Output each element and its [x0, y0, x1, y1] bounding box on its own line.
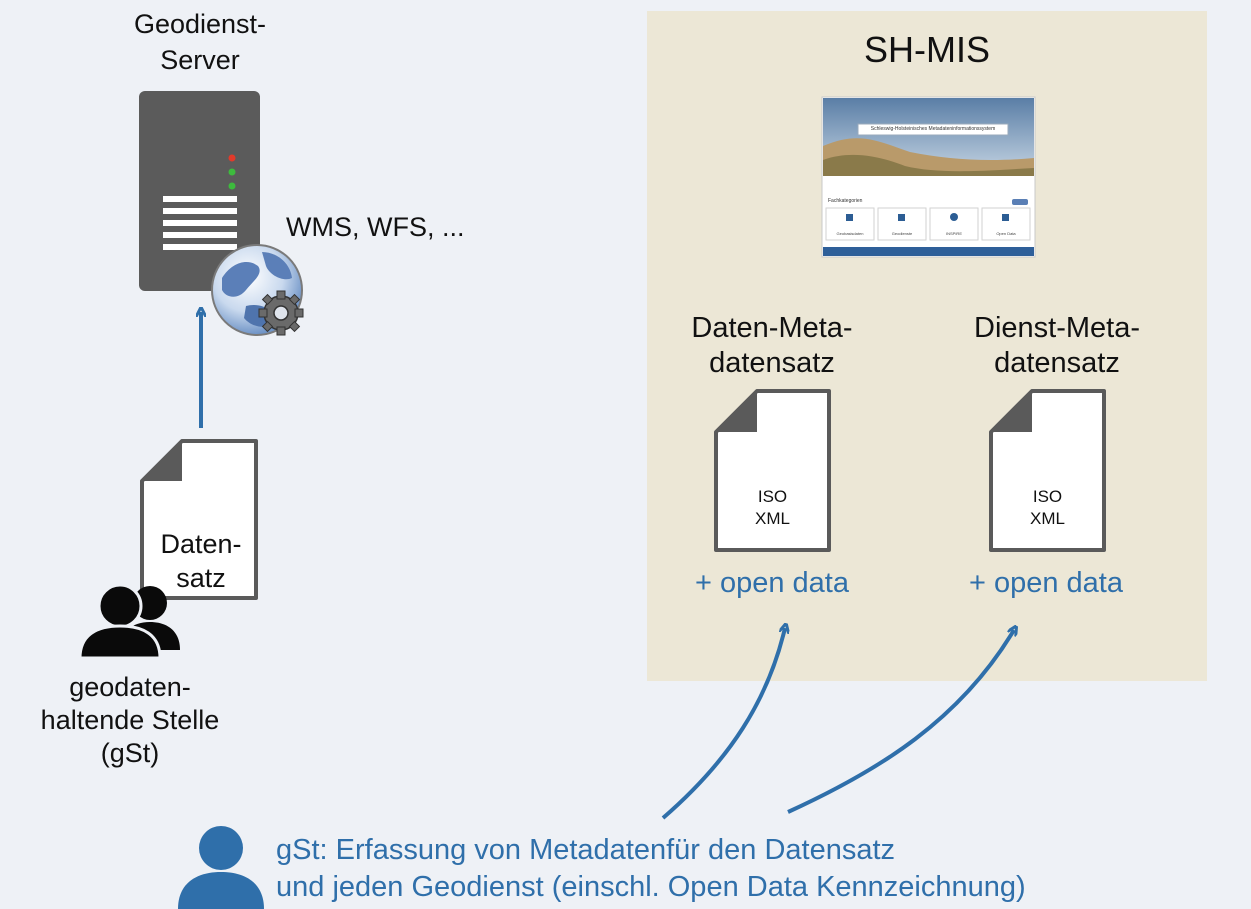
- person-icon: [178, 826, 264, 909]
- screenshot-tile-label: Open Data: [996, 231, 1016, 236]
- service-record-doc-line2: XML: [1030, 509, 1065, 528]
- service-record-title-line1: Dienst-Meta-: [974, 312, 1140, 344]
- data-record-title: Daten-Meta- datensatz: [662, 311, 882, 381]
- dataset-label: Daten- satz: [142, 527, 260, 595]
- provider-label-line2: haltende Stelle: [40, 705, 220, 735]
- server-icon: [139, 91, 260, 291]
- data-record-doc-line1: ISO: [757, 487, 788, 506]
- shmis-title: SH-MIS: [864, 29, 990, 70]
- bottom-caption-line2: und jeden Geodienst (einschl. Open Data …: [276, 871, 1026, 903]
- data-record-doc-line2: XML: [755, 509, 790, 528]
- server-protocols: WMS, WFS, ...: [286, 212, 465, 242]
- dataset-document-icon: [140, 439, 258, 600]
- bottom-caption: gSt: Erfassung von Metadatenfür den Date…: [276, 832, 1251, 906]
- screenshot-tile-label: INSPIRE: [945, 231, 962, 236]
- screenshot-banner-text: Schleswig-Holsteinisches Metadateninform…: [870, 126, 996, 132]
- data-record-open-data: + open data: [694, 567, 849, 599]
- service-record-open-data: + open data: [968, 567, 1123, 599]
- bottom-caption-line1: gSt: Erfassung von Metadatenfür den Date…: [276, 834, 896, 866]
- service-record-doc-line1: ISO: [1032, 487, 1063, 506]
- data-metadata-document-icon: [714, 389, 831, 552]
- server-title-line1: Geodienst-: [133, 9, 267, 39]
- shmis-screenshot: [821, 96, 1036, 258]
- data-record-title-line2: datensatz: [709, 347, 835, 379]
- service-metadata-document-icon: [989, 389, 1106, 552]
- gear-icon: [258, 290, 304, 336]
- screenshot-tile-label: Geodienste: [891, 231, 913, 236]
- data-record-title-line1: Daten-Meta-: [691, 312, 853, 344]
- service-record-title: Dienst-Meta- datensatz: [947, 311, 1167, 381]
- dataset-label-line1: Daten-: [160, 529, 242, 559]
- server-title: Geodienst- Server: [100, 8, 300, 77]
- arrow-to-service-record: [787, 630, 1014, 814]
- provider-label: geodaten- haltende Stelle (gSt): [20, 671, 240, 770]
- arrow-to-data-record: [661, 628, 785, 820]
- service-record-doc-text: ISO XML: [991, 486, 1104, 536]
- data-record-doc-text: ISO XML: [716, 486, 829, 536]
- provider-label-line3: (gSt): [100, 738, 160, 768]
- service-record-title-line2: datensatz: [994, 347, 1120, 379]
- dataset-label-line2: satz: [176, 563, 226, 593]
- screenshot-tile-label: Geobasisdaten: [836, 231, 864, 236]
- users-icon: [78, 583, 180, 660]
- server-title-line2: Server: [160, 45, 240, 75]
- provider-label-line1: geodaten-: [69, 672, 191, 702]
- screenshot-categories-title: Fachkategorien: [828, 198, 863, 204]
